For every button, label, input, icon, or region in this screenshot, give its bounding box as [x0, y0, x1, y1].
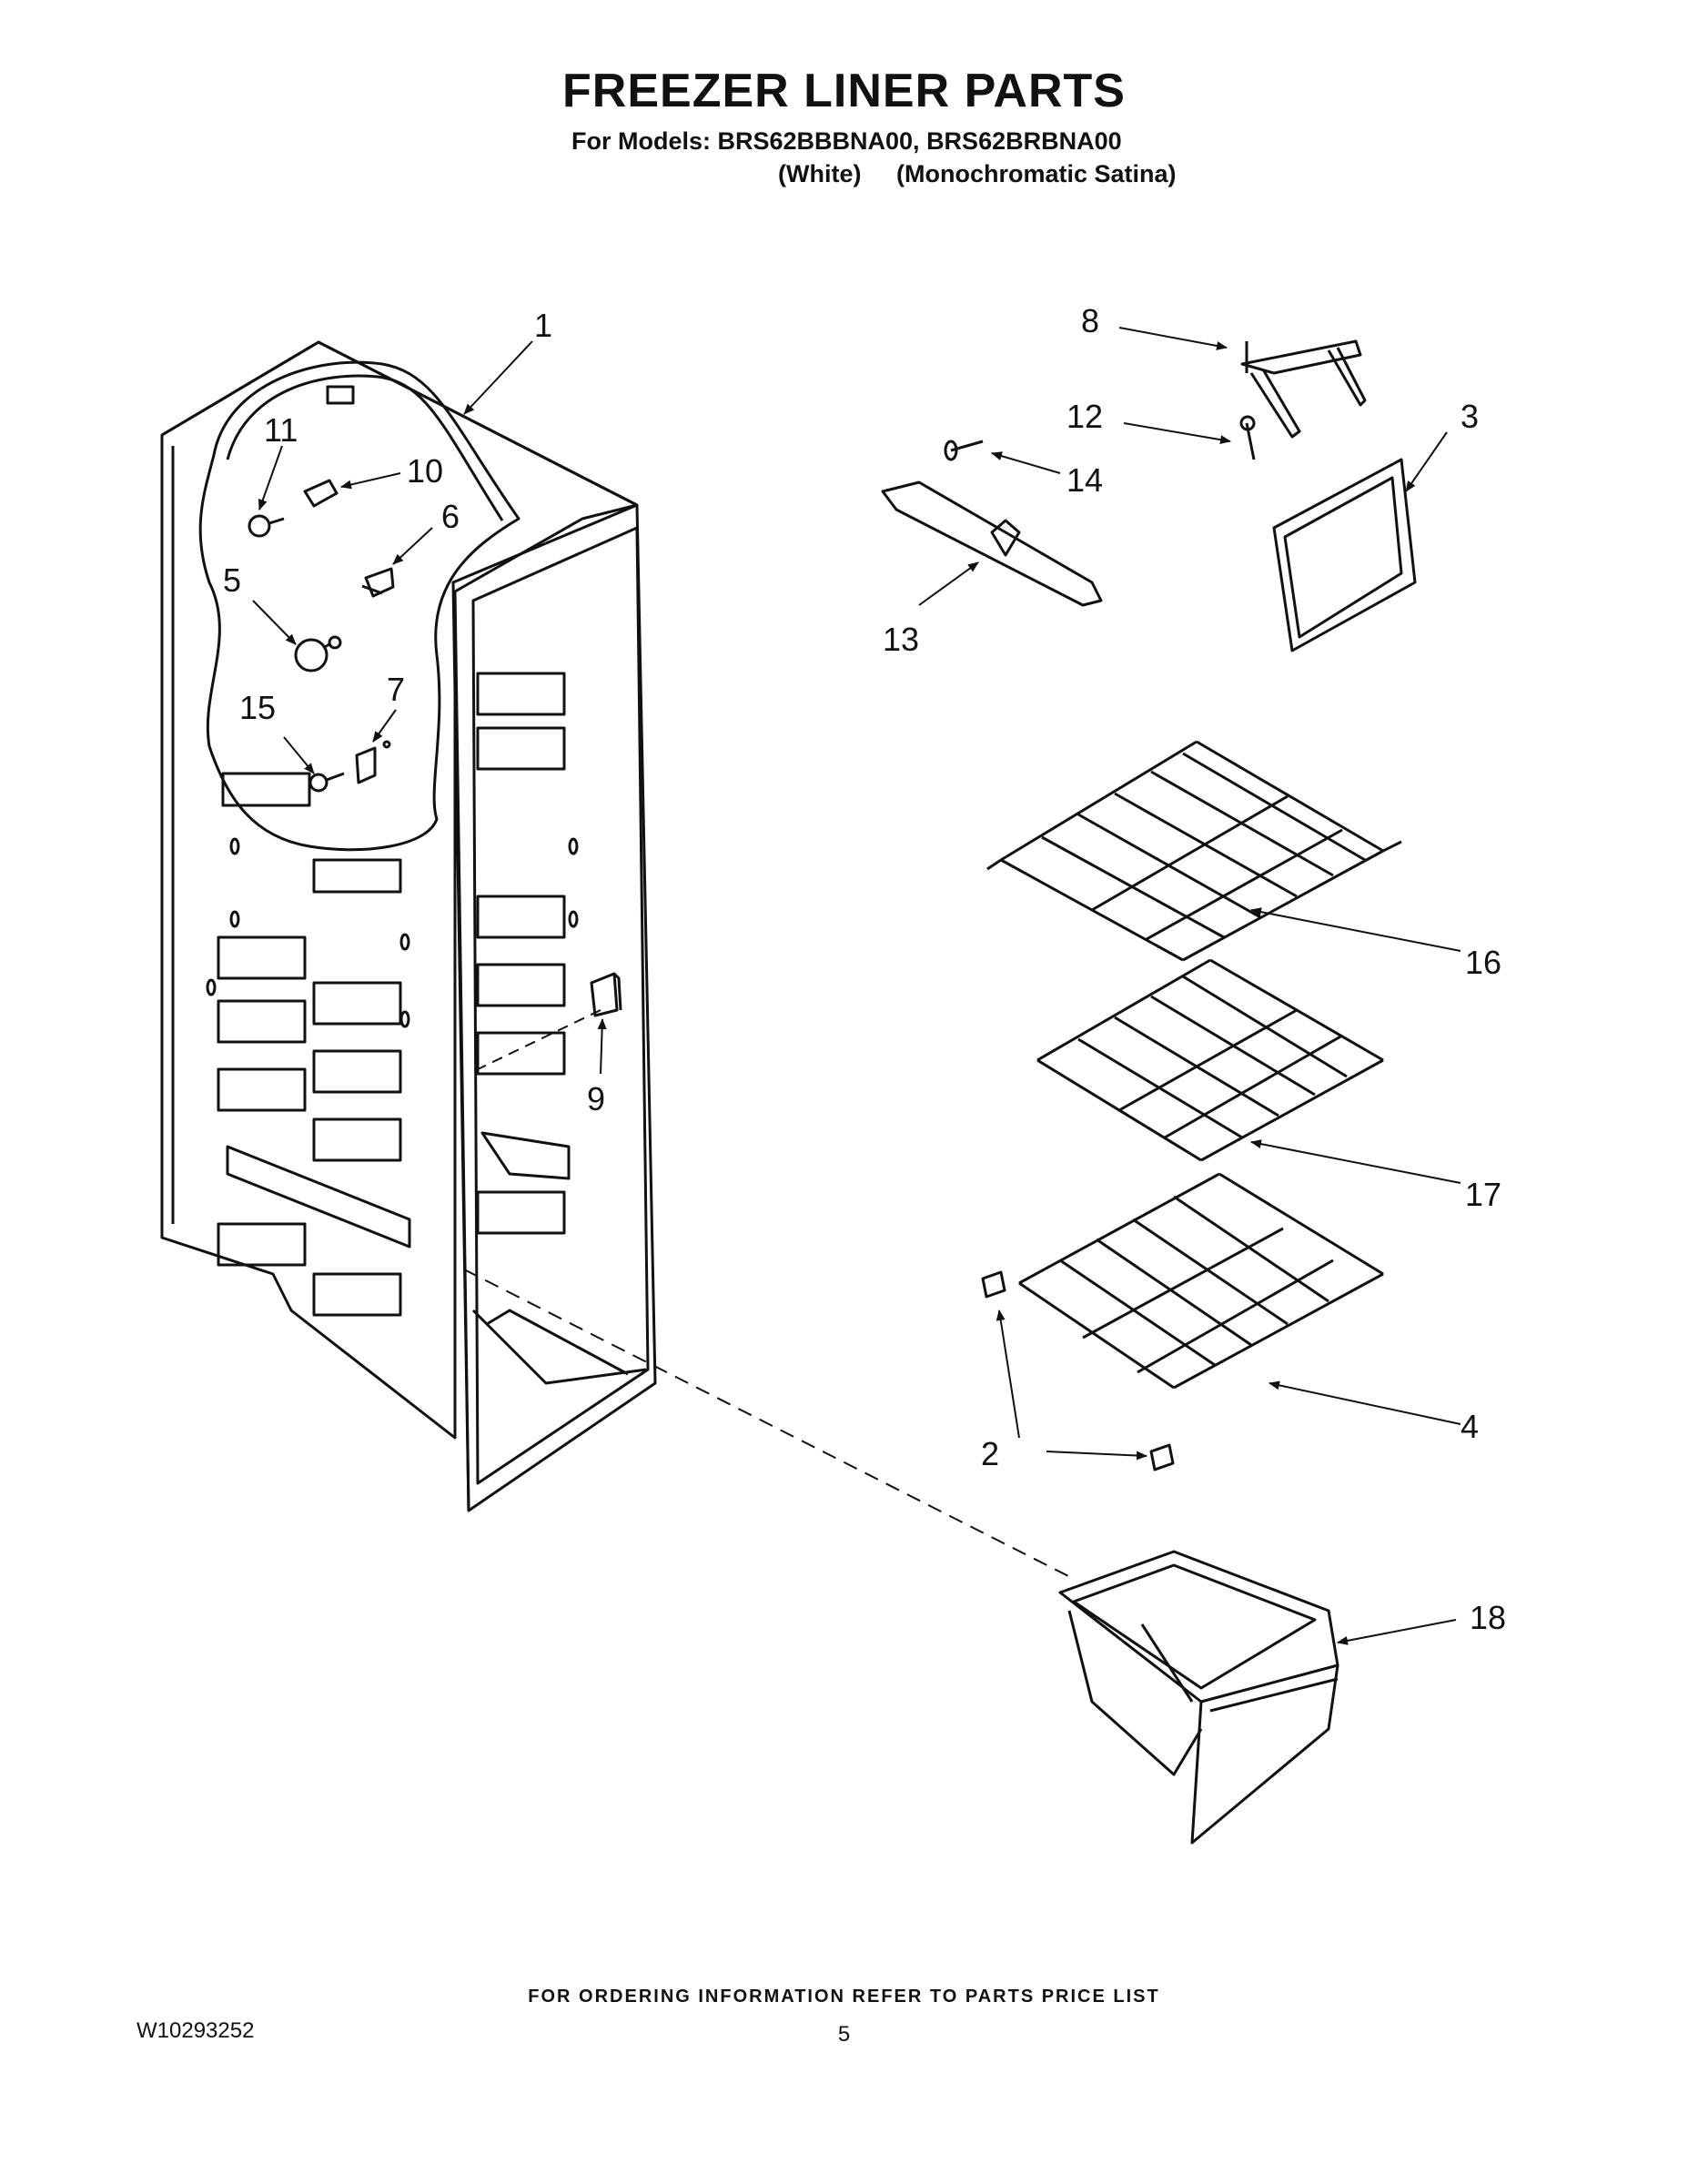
callout-18: 18: [1470, 1599, 1506, 1636]
light-bulb-part-11: [248, 514, 285, 538]
callout-17: 17: [1465, 1176, 1501, 1213]
hinge-bracket-part-8: [1240, 339, 1367, 439]
wire-shelf-part-16: [986, 740, 1402, 962]
page-number: 5: [837, 2022, 851, 2047]
wire-shelf-part-4: [1018, 1172, 1384, 1390]
bracket-part-7: [355, 740, 391, 784]
shelf-rail-part-13: [881, 480, 1103, 607]
callout-13: 13: [883, 621, 919, 658]
callout-1: 1: [534, 307, 552, 344]
callout-labels: 1 2 3 4 5 6 7 8 9 10 11 12 13 14 15 16 1…: [223, 302, 1506, 1636]
callout-16: 16: [1465, 944, 1501, 981]
callout-2: 2: [981, 1435, 999, 1472]
screw-part-12: [1239, 415, 1256, 460]
variant-white: (White): [778, 160, 862, 187]
models-line: For Models: BRS62BBBNA00, BRS62BRBNA00: [571, 127, 1122, 155]
freezer-bin-part-18: [1058, 1550, 1339, 1845]
wire-shelf-part-17: [1036, 958, 1384, 1162]
callout-7: 7: [387, 671, 405, 708]
switch-part-9: [590, 972, 622, 1017]
callout-14: 14: [1066, 461, 1103, 499]
freezer-liner: [160, 340, 657, 1512]
callout-15: 15: [239, 689, 276, 726]
ordering-note: FOR ORDERING INFORMATION REFER TO PARTS …: [528, 1987, 1160, 2007]
callout-10: 10: [407, 452, 443, 490]
screw-part-15: [308, 772, 345, 793]
callout-5: 5: [223, 561, 241, 599]
callout-12: 12: [1066, 398, 1103, 435]
callout-9: 9: [587, 1080, 605, 1117]
callout-11: 11: [264, 411, 298, 449]
variant-monochromatic: (Monochromatic Satina): [896, 160, 1177, 187]
frame-part-3: [1272, 458, 1417, 652]
page-title: FREEZER LINER PARTS: [562, 65, 1126, 117]
light-socket-part-10: [303, 479, 339, 508]
leader-arrows: [252, 327, 1461, 1645]
callout-6: 6: [441, 498, 460, 535]
callout-4: 4: [1461, 1408, 1479, 1445]
callout-8: 8: [1081, 302, 1099, 339]
screw-part-14: [944, 440, 984, 461]
clip-part-6: [361, 567, 395, 598]
document-number: W10293252: [136, 2018, 255, 2043]
shelf-end-cap-part-2: [981, 1270, 1175, 1471]
knob-part-5: [294, 635, 342, 672]
callout-3: 3: [1461, 398, 1479, 435]
